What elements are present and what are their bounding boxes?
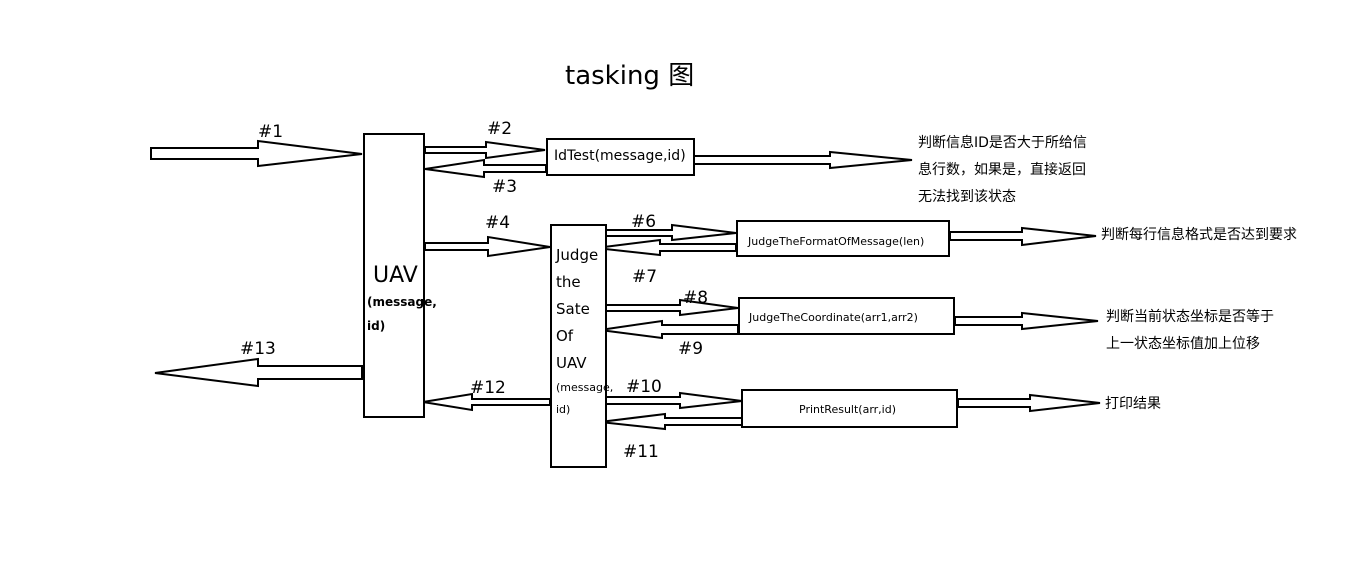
label-arrow-10: #10 <box>626 377 662 397</box>
print-box: PrintResult(arr,id) <box>741 389 958 428</box>
uav-label: UAV <box>373 263 418 288</box>
label-arrow-13: #13 <box>240 339 276 359</box>
judge-params: (message, <box>556 381 614 394</box>
arrow-2 <box>424 140 546 160</box>
diagram-title: tasking 图 <box>565 61 695 91</box>
label-arrow-12: #12 <box>470 378 506 398</box>
label-arrow-3: #3 <box>492 177 518 197</box>
note-print: 打印结果 <box>1105 396 1161 412</box>
judge-line-3: Sate <box>556 300 590 318</box>
judge-params-2: id) <box>556 403 571 416</box>
label-arrow-8: #8 <box>683 288 709 308</box>
note-format: 判断每行信息格式是否达到要求 <box>1101 227 1297 243</box>
format-box: JudgeTheFormatOfMessage(len) <box>736 220 950 257</box>
label-arrow-1: #1 <box>258 122 284 142</box>
arrow-3 <box>424 158 547 179</box>
arrow-9 <box>599 319 739 340</box>
arrow-1 <box>150 139 363 168</box>
label-arrow-11: #11 <box>623 442 659 462</box>
arrow-format-note <box>949 226 1097 247</box>
note-coord-line-2: 上一状态坐标值加上位移 <box>1106 336 1260 352</box>
arrow-8 <box>605 298 739 317</box>
label-arrow-9: #9 <box>678 339 704 359</box>
uav-params: (message, <box>367 295 437 309</box>
judge-line-5: UAV <box>556 354 587 372</box>
note-idtest-line-1: 判断信息ID是否大于所给信 <box>918 135 1087 151</box>
judge-state-box: Judge the Sate Of UAV (message, id) <box>550 224 613 468</box>
print-label: PrintResult(arr,id) <box>799 403 897 416</box>
label-arrow-4: #4 <box>485 213 511 233</box>
label-arrow-6: #6 <box>631 212 657 232</box>
arrow-12 <box>422 392 551 412</box>
judge-line-1: Judge <box>556 246 599 264</box>
note-idtest-line-3: 无法找到该状态 <box>918 189 1016 205</box>
idtest-box: IdTest(message,id) <box>546 138 695 176</box>
note-idtest: 判断信息ID是否大于所给信 息行数，如果是，直接返回 无法找到该状态 <box>918 130 1087 211</box>
label-arrow-2: #2 <box>487 119 513 139</box>
format-label: JudgeTheFormatOfMessage(len) <box>748 235 925 248</box>
arrow-7 <box>595 238 737 257</box>
arrow-print-note <box>957 393 1101 413</box>
note-coord: 判断当前状态坐标是否等于 上一状态坐标值加上位移 <box>1106 304 1274 358</box>
arrow-idtest-note <box>693 150 913 170</box>
judge-line-2: the <box>556 273 581 291</box>
idtest-label: IdTest(message,id) <box>554 148 686 164</box>
label-arrow-7: #7 <box>632 267 658 287</box>
arrow-13 <box>154 357 363 388</box>
arrow-10 <box>605 391 743 410</box>
arrow-4 <box>424 235 551 258</box>
arrow-6 <box>605 223 737 242</box>
note-idtest-line-2: 息行数，如果是，直接返回 <box>918 162 1086 178</box>
judge-line-4: Of <box>556 327 574 345</box>
arrow-coord-note <box>954 311 1099 331</box>
coord-box: JudgeTheCoordinate(arr1,arr2) <box>738 297 955 335</box>
uav-box: UAV (message, id) <box>363 133 437 418</box>
uav-params-2: id) <box>367 319 386 333</box>
arrow-11 <box>599 412 743 431</box>
note-coord-line-1: 判断当前状态坐标是否等于 <box>1106 309 1274 325</box>
coord-label: JudgeTheCoordinate(arr1,arr2) <box>749 311 918 324</box>
